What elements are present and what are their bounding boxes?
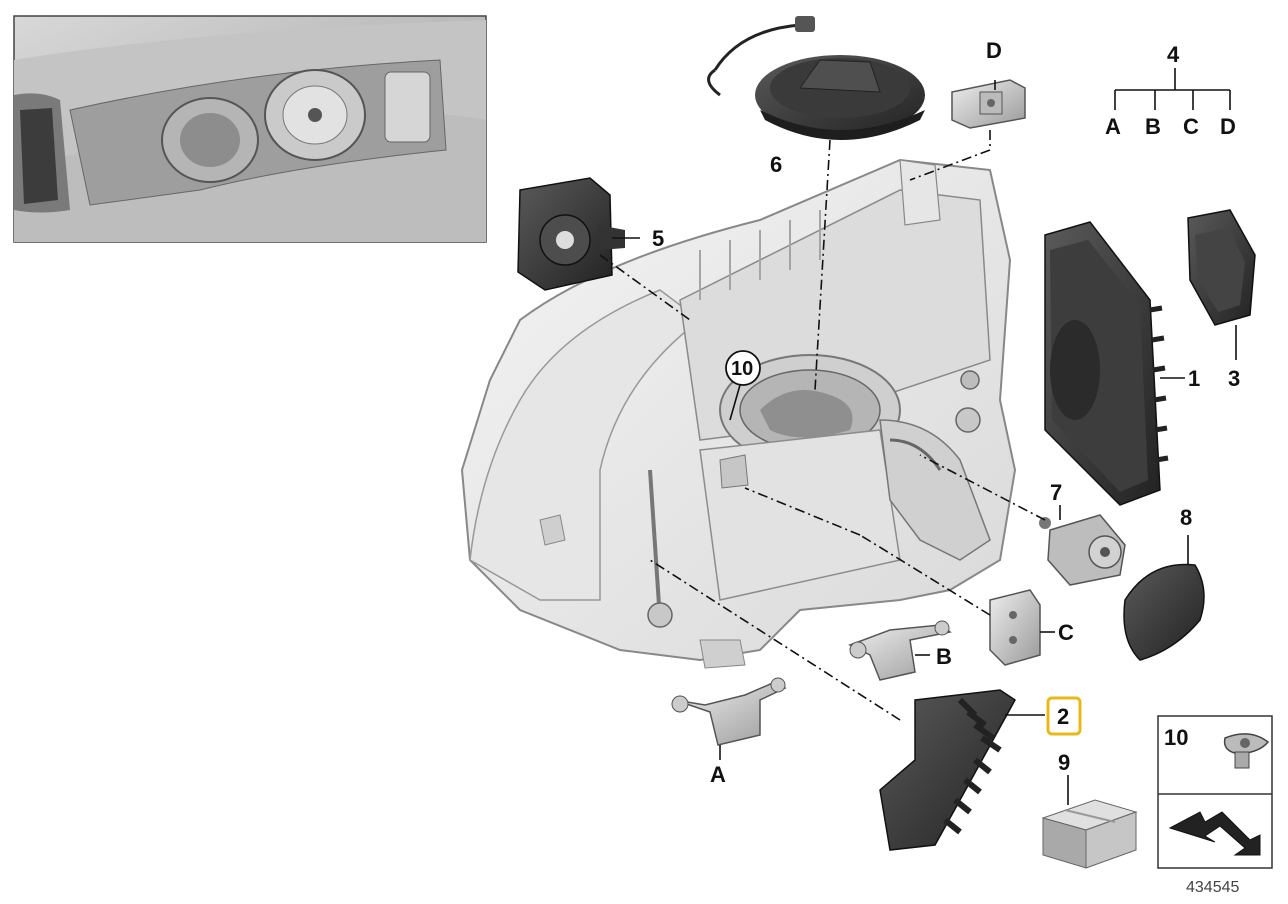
part-8-cap xyxy=(1123,563,1205,661)
callout-7: 7 xyxy=(1050,480,1062,505)
leader-lines xyxy=(599,68,1237,805)
callout-10: 10 xyxy=(731,358,753,380)
callout-9: 9 xyxy=(1058,750,1070,775)
headlight-housing xyxy=(460,158,1017,669)
callout-4: 4 xyxy=(1167,42,1180,67)
callout-a: A xyxy=(710,762,726,787)
callout-8: 8 xyxy=(1180,505,1192,530)
part-7-motor xyxy=(1039,514,1126,586)
bracket-a xyxy=(671,677,787,746)
headlight-inset-illustration xyxy=(13,15,487,243)
callout-c: C xyxy=(1058,620,1074,645)
callout-6: 6 xyxy=(770,152,782,177)
bracket-b xyxy=(848,620,952,681)
callout-d-top: D xyxy=(986,38,1002,63)
callout-2-highlight xyxy=(1046,696,1082,736)
part-3-module xyxy=(1187,209,1256,326)
diagram-number: 434545 xyxy=(1186,879,1239,896)
direction-arrow-icon xyxy=(1168,811,1261,856)
variant-b: B xyxy=(1145,114,1161,139)
bracket-d xyxy=(951,79,1026,129)
part-1-control-unit xyxy=(1044,221,1169,506)
part-2-heatsink xyxy=(879,689,1016,851)
variant-c: C xyxy=(1183,114,1199,139)
part-9-box xyxy=(1041,799,1138,869)
variant-d: D xyxy=(1220,114,1236,139)
callout-labels: 5 6 D 1 3 7 8 C B A 9 2 10 4 A B C D 10 … xyxy=(652,38,1240,896)
part-10-inset-box xyxy=(1157,715,1273,869)
callout-3: 3 xyxy=(1228,366,1240,391)
callout-2: 2 xyxy=(1057,704,1069,729)
callout-1: 1 xyxy=(1188,366,1200,391)
bracket-c xyxy=(989,589,1041,666)
variant-a: A xyxy=(1105,114,1121,139)
inset-label-10: 10 xyxy=(1164,725,1188,750)
part-6-cover-cap xyxy=(707,16,925,140)
callout-b: B xyxy=(936,644,952,669)
callout-10-circle xyxy=(725,350,761,386)
callout-5: 5 xyxy=(652,226,664,251)
part-5-actuator xyxy=(517,177,625,291)
